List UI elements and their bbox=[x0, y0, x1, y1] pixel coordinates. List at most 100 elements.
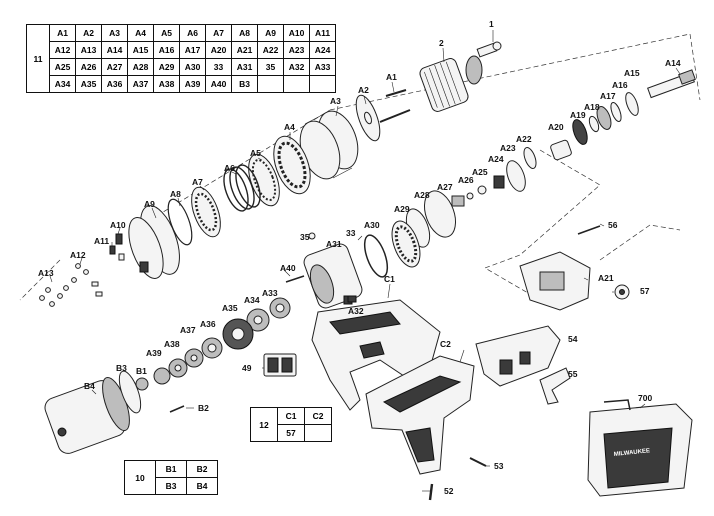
a29-ring-gear bbox=[391, 220, 421, 268]
callout-a1: A1 bbox=[386, 72, 397, 82]
kit-cell: A21 bbox=[231, 41, 258, 59]
kit-cell: B1 bbox=[155, 460, 187, 478]
callout-a26: A26 bbox=[458, 175, 474, 185]
belt-clip-55 bbox=[539, 367, 571, 405]
callout-a37: A37 bbox=[180, 325, 196, 335]
kit-cell: A35 bbox=[75, 75, 102, 93]
kit-cell: A33 bbox=[309, 58, 336, 76]
kit-cell: B3 bbox=[231, 75, 258, 93]
kit-cell bbox=[283, 75, 310, 93]
callout-53: 53 bbox=[494, 461, 504, 471]
a6-spring bbox=[223, 164, 261, 212]
kit-cell: 57 bbox=[277, 424, 305, 442]
callout-a17: A17 bbox=[600, 91, 616, 101]
kit-cell: A15 bbox=[127, 41, 154, 59]
kit-cell: A20 bbox=[205, 41, 232, 59]
kit-cell: A14 bbox=[101, 41, 128, 59]
kit-cell: A40 bbox=[205, 75, 232, 93]
callout-a27: A27 bbox=[437, 182, 453, 192]
kit-cell: A36 bbox=[101, 75, 128, 93]
kit-cell: A28 bbox=[127, 58, 154, 76]
battery-connector-54 bbox=[475, 325, 561, 387]
callout-a28: A28 bbox=[414, 190, 430, 200]
kit-cell: A16 bbox=[153, 41, 180, 59]
kit-cell: A7 bbox=[205, 24, 232, 42]
kit-cell: A31 bbox=[231, 58, 258, 76]
a15-a19-spindle-parts bbox=[572, 92, 639, 145]
callout-52: 52 bbox=[444, 486, 454, 496]
kit-cell: A9 bbox=[257, 24, 284, 42]
motor-part bbox=[44, 376, 130, 454]
a12-a13-balls bbox=[39, 263, 103, 307]
callout-55: 55 bbox=[568, 369, 578, 379]
a31-gearbox bbox=[303, 243, 363, 309]
callout-a10: A10 bbox=[110, 220, 126, 230]
callout-a21: A21 bbox=[598, 273, 614, 283]
callout-a24: A24 bbox=[488, 154, 504, 164]
kit-cell: A37 bbox=[127, 75, 154, 93]
callout-a18: A18 bbox=[584, 102, 600, 112]
callout-a32: A32 bbox=[348, 306, 364, 316]
kit-cell: A5 bbox=[153, 24, 180, 42]
callout-c1: C1 bbox=[384, 274, 395, 284]
chuck-part bbox=[419, 55, 483, 112]
kit-cell: A6 bbox=[179, 24, 206, 42]
kit-cell: A30 bbox=[179, 58, 206, 76]
housing-c1 bbox=[311, 299, 441, 411]
planetary-gear-stack bbox=[153, 297, 291, 385]
kit-table-10: 10 B1 B2 B3 B4 bbox=[124, 460, 218, 495]
callout-a8: A8 bbox=[170, 189, 181, 199]
kit-cell: A12 bbox=[49, 41, 76, 59]
a2-washer bbox=[355, 94, 381, 142]
kit-cell: A1 bbox=[49, 24, 76, 42]
callout-a5: A5 bbox=[250, 148, 261, 158]
callout-56: 56 bbox=[608, 220, 618, 230]
kit-cell: A17 bbox=[179, 41, 206, 59]
callout-b1: B1 bbox=[136, 366, 147, 376]
callout-57: 57 bbox=[640, 286, 650, 296]
kit-12-number: 12 bbox=[250, 407, 278, 442]
callout-a40: A40 bbox=[280, 263, 296, 273]
kit-cell: A23 bbox=[283, 41, 310, 59]
housing-c2 bbox=[365, 355, 475, 475]
callout-1: 1 bbox=[489, 19, 494, 29]
screw-53 bbox=[469, 457, 487, 467]
callout-a11: A11 bbox=[94, 236, 109, 246]
kit-table-12: 12 C1 C2 57 bbox=[250, 407, 332, 442]
a20-a23-parts bbox=[493, 139, 572, 192]
leader-lines bbox=[49, 30, 681, 492]
callout-a14: A14 bbox=[665, 58, 681, 68]
a21-collar bbox=[519, 251, 591, 311]
a1-screws bbox=[379, 89, 411, 123]
kit-cell: A38 bbox=[153, 75, 180, 93]
callout-700: 700 bbox=[638, 393, 652, 403]
kit-cell: A13 bbox=[75, 41, 102, 59]
kit-cell: A29 bbox=[153, 58, 180, 76]
callout-a19: A19 bbox=[570, 110, 586, 120]
callout-a3: A3 bbox=[330, 96, 341, 106]
callout-35: 35 bbox=[300, 232, 310, 242]
a32-a40-small-parts bbox=[285, 232, 357, 303]
kit-cell: A3 bbox=[101, 24, 128, 42]
callout-a7: A7 bbox=[192, 177, 203, 187]
a4-clutch-ring bbox=[273, 135, 311, 195]
callout-c2: C2 bbox=[440, 339, 451, 349]
callout-a34: A34 bbox=[244, 295, 260, 305]
a3-clutch-housing bbox=[299, 110, 359, 180]
callout-a36: A36 bbox=[200, 319, 216, 329]
carry-case-700: MILWAUKEE bbox=[587, 399, 693, 497]
kit-cell: A32 bbox=[283, 58, 310, 76]
callout-a22: A22 bbox=[516, 134, 532, 144]
callout-a9: A9 bbox=[144, 199, 155, 209]
kit-cell: B2 bbox=[186, 460, 218, 478]
kit-cell: A11 bbox=[309, 24, 336, 42]
kit-cell: A10 bbox=[283, 24, 310, 42]
kit-cell: 35 bbox=[257, 58, 284, 76]
kit-10-number: 10 bbox=[124, 460, 156, 495]
kit-table-11: 11 A1 A2 A3 A4 A5 A6 A7 A8 A9 A10 A11 A1… bbox=[26, 24, 336, 93]
callout-a33: A33 bbox=[262, 288, 278, 298]
switch-part bbox=[263, 353, 297, 377]
kit-cell bbox=[309, 75, 336, 93]
kit-cell: A8 bbox=[231, 24, 258, 42]
